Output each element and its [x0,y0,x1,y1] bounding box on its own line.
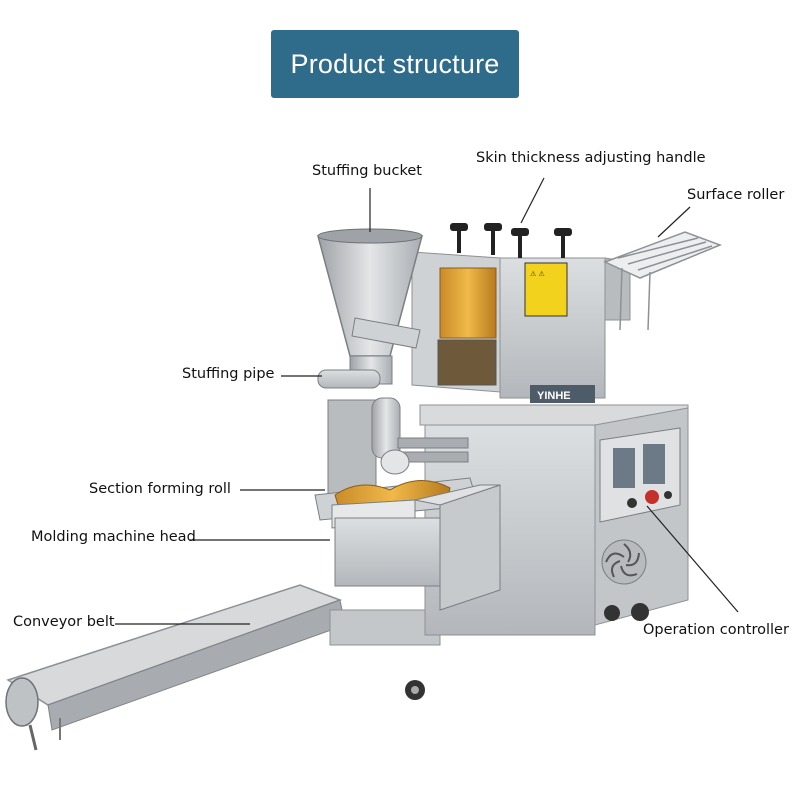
title-banner: Product structure [271,30,519,98]
label-molding-machine-head: Molding machine head [31,529,196,545]
label-stuffing-bucket: Stuffing bucket [312,163,422,179]
label-surface-roller: Surface roller [687,187,785,203]
label-conveyor-belt: Conveyor belt [13,614,115,630]
label-section-forming-roll: Section forming roll [89,481,231,497]
leader-lines [115,177,739,625]
fan-icon [601,539,647,585]
conveyor-belt [5,584,441,751]
roller-housing: ⚠ ⚠ YINHE [411,223,723,403]
adjusting-handles [450,223,572,258]
brand-logo: YINHE [537,390,571,402]
label-operation-controller: Operation controller [643,622,789,638]
page-title: Product structure [290,48,500,79]
svg-text:⚠ ⚠: ⚠ ⚠ [530,270,546,278]
label-skin-thickness-handle: Skin thickness adjusting handle [476,150,706,166]
stuffing-bucket [317,228,423,385]
label-stuffing-pipe: Stuffing pipe [182,366,275,382]
surface-roller-rack [603,231,723,331]
control-panel [599,427,681,523]
molding-machine-head [331,484,501,611]
